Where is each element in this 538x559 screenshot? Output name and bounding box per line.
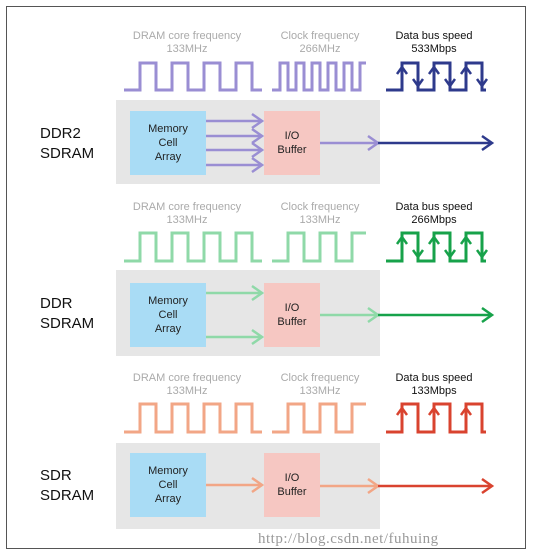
sdr-internal-arrow-0-head — [251, 476, 265, 494]
sdr-bus-label: Data bus speed — [395, 372, 473, 384]
ddr2-bus-edge-arrow-2-head — [427, 64, 441, 75]
sdr-type-label: SDR SDRAM — [40, 467, 95, 504]
sdr-bus-edge-arrow-2-head — [427, 405, 441, 416]
ddr2-internal-arrow-2-head — [251, 141, 265, 159]
ddr2-internal-arrow-1-head — [251, 127, 265, 145]
sdr-bus-value: 133Mbps — [411, 385, 457, 397]
ddr2-bus-label: Data bus speed — [395, 30, 473, 42]
ddr-bus-edge-arrow-3-head — [443, 249, 457, 260]
ddr-bus-edge-arrow-0-head — [395, 234, 409, 245]
ddr-bus-label: Data bus speed — [395, 201, 473, 213]
sdr-bus-speed-label: Data bus speed 133Mbps — [384, 372, 484, 398]
ddr-bus-edge-arrow-1-head — [411, 249, 425, 260]
ddr2-bus-edge-arrow-0-head — [395, 64, 409, 75]
ddr2-type-label: DDR2 SDRAM — [40, 125, 95, 162]
ddr-bus-speed-label: Data bus speed 266Mbps — [384, 201, 484, 227]
ddr2-bus-wave — [386, 61, 486, 92]
ddr-bus-wave — [386, 231, 486, 263]
ddr-type-label: DDR SDRAM — [40, 295, 95, 332]
ddr2-bus-edge-arrow-4-head — [459, 64, 473, 75]
sdr-bus-wave — [386, 402, 486, 434]
ddr-bus-value: 266Mbps — [411, 214, 457, 226]
ddr-clock-wave — [272, 231, 366, 263]
ddr2-internal-arrow-0-head — [251, 112, 265, 130]
ddr-io-buffer: I/O Buffer — [264, 283, 320, 347]
ddr-bus-edge-arrow-2-head — [427, 234, 441, 245]
ddr-clock-freq-label: Clock frequency 133MHz — [270, 201, 370, 227]
sdr-bus-edge-arrow-0-head — [395, 405, 409, 416]
ddr2-clock-label: Clock frequency — [280, 30, 360, 42]
ddr2-bus-edge-arrow-5-head — [475, 78, 489, 89]
sdr-clock-freq-label: Clock frequency 133MHz — [270, 372, 370, 398]
ddr2-internal-arrow-3-head — [251, 156, 265, 174]
ddr2-core-wave — [124, 61, 262, 92]
ddr-clock-label: Clock frequency — [280, 201, 360, 213]
watermark-text: http://blog.csdn.net/fuhuing — [258, 531, 439, 547]
sdr-core-wave — [124, 402, 262, 434]
ddr-bus-edge-arrow-5-head — [475, 249, 489, 260]
ddr2-bus-value: 533Mbps — [411, 43, 457, 55]
ddr2-clock-freq-label: Clock frequency 266MHz — [270, 30, 370, 56]
sdr-bus-arrow-head — [481, 477, 495, 495]
ddr2-bus-arrow-head — [481, 134, 495, 152]
ddr2-core-freq-label: DRAM core frequency 133MHz — [122, 30, 252, 56]
sdr-core-freq-label: DRAM core frequency 133MHz — [122, 372, 252, 398]
sdr-clock-wave — [272, 402, 366, 434]
diagram-frame — [6, 6, 526, 549]
ddr-core-wave — [124, 231, 262, 263]
ddr-bus-arrow-head — [481, 306, 495, 324]
ddr2-clock-value: 266MHz — [299, 43, 341, 55]
ddr2-core-value: 133MHz — [166, 43, 208, 55]
ddr2-memory-cell-array: Memory Cell Array — [130, 111, 206, 175]
sdr-clock-label: Clock frequency — [280, 372, 360, 384]
sdr-memory-cell-array: Memory Cell Array — [130, 453, 206, 517]
ddr2-bus-speed-label: Data bus speed 533Mbps — [384, 30, 484, 56]
ddr2-io-buffer: I/O Buffer — [264, 111, 320, 175]
ddr-core-label: DRAM core frequency — [132, 201, 242, 213]
ddr-internal-arrow-1-head — [251, 328, 265, 346]
ddr2-bus-edge-arrow-1-head — [411, 78, 425, 89]
sdr-io-buffer: I/O Buffer — [264, 453, 320, 517]
sdr-core-label: DRAM core frequency — [132, 372, 242, 384]
ddr-core-freq-label: DRAM core frequency 133MHz — [122, 201, 252, 227]
ddr-clock-value: 133MHz — [299, 214, 341, 226]
ddr-internal-arrow-0-head — [251, 284, 265, 302]
ddr-bus-edge-arrow-4-head — [459, 234, 473, 245]
sdr-bus-edge-arrow-4-head — [459, 405, 473, 416]
sdr-clock-value: 133MHz — [299, 385, 341, 397]
ddr2-bus-edge-arrow-3-head — [443, 78, 457, 89]
ddr2-core-label: DRAM core frequency — [132, 30, 242, 42]
ddr-memory-cell-array: Memory Cell Array — [130, 283, 206, 347]
sdr-core-value: 133MHz — [166, 385, 208, 397]
ddr-core-value: 133MHz — [166, 214, 208, 226]
ddr2-clock-wave — [272, 61, 366, 92]
